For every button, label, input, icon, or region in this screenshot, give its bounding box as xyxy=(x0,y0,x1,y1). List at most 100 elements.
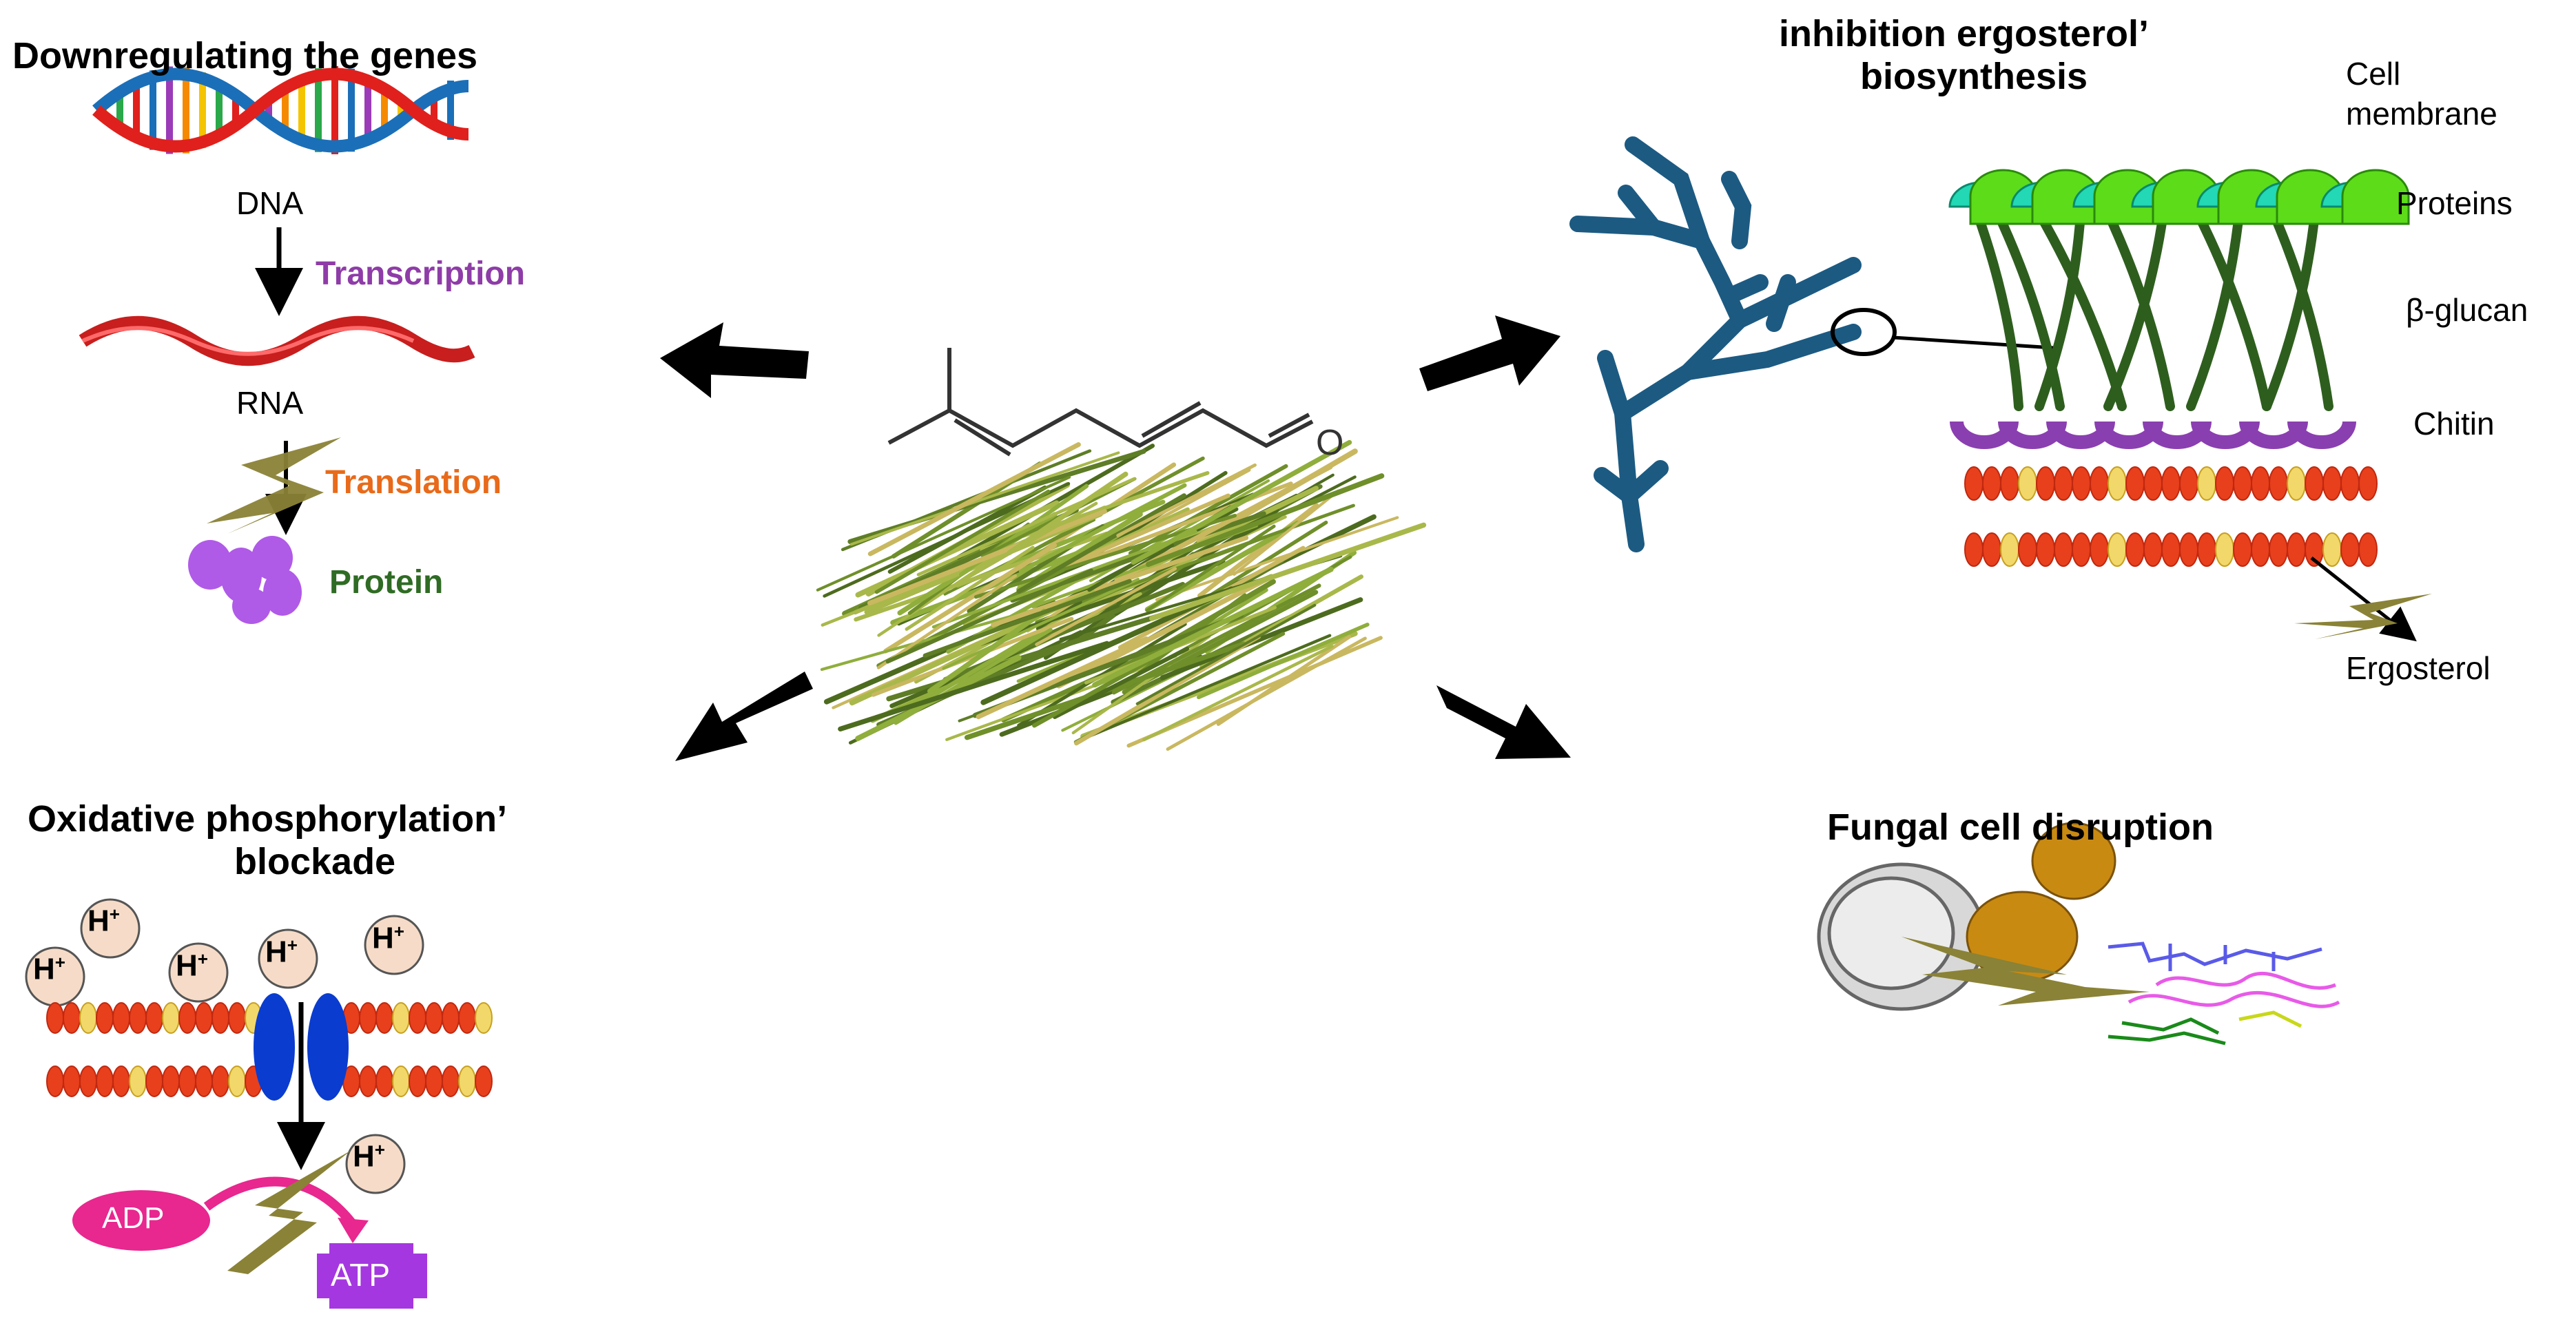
disruption-lightning-icon xyxy=(1902,937,2150,1006)
pine-needle xyxy=(883,543,1058,654)
ergosterol-molecule xyxy=(2322,532,2342,567)
pine-needle xyxy=(1007,471,1129,555)
protein-label: Protein xyxy=(329,564,444,601)
atp-shape xyxy=(317,1243,427,1309)
pine-needle xyxy=(1160,597,1363,680)
lipid-head xyxy=(112,1065,130,1097)
genes-title: Downregulating the genes xyxy=(12,35,478,76)
arrow-to-oxphos xyxy=(675,672,813,761)
pine-needle xyxy=(874,489,1051,594)
lipid-head xyxy=(2322,466,2342,501)
lipid-head xyxy=(2036,532,2055,567)
glucan-fiber xyxy=(2103,209,2168,411)
lipid-head xyxy=(2197,532,2216,567)
pine-needle xyxy=(1111,579,1276,677)
glucan-fiber xyxy=(2193,209,2271,411)
proton-circle xyxy=(168,942,229,1003)
lipid-head xyxy=(2251,532,2270,567)
mitochondrial-membrane xyxy=(46,1002,493,1097)
pine-needle xyxy=(1055,574,1275,689)
atp-label: ATP xyxy=(331,1257,391,1293)
ergosterol-title-line1: inhibition ergosterol’ xyxy=(1779,13,2149,54)
lipid-head xyxy=(2000,466,2019,501)
lipid-head xyxy=(46,1065,64,1097)
pine-needles-image xyxy=(816,439,1427,751)
lipid-head xyxy=(442,1002,460,1034)
protein-body xyxy=(2341,169,2410,225)
ergosterol-molecule xyxy=(129,1065,147,1097)
lipid-head xyxy=(2233,532,2252,567)
proton-circles xyxy=(25,898,424,1194)
pine-needle xyxy=(894,627,1053,725)
proton-label: H+ xyxy=(265,935,298,969)
transcription-label: Transcription xyxy=(316,256,526,292)
pine-needle xyxy=(976,636,1149,720)
pine-needle xyxy=(816,475,1071,592)
proton-label: H+ xyxy=(353,1139,385,1174)
lipid-head xyxy=(63,1002,81,1034)
lipid-head xyxy=(2269,532,2288,567)
pine-needle xyxy=(1146,473,1385,568)
adp-label: ADP xyxy=(102,1201,165,1235)
lipid-head xyxy=(2179,532,2198,567)
protein-blob-icon xyxy=(188,536,302,624)
ergosterol-molecule xyxy=(2108,532,2127,567)
lipid-head xyxy=(145,1065,163,1097)
pine-needle xyxy=(1148,522,1427,621)
lipid-head xyxy=(2358,466,2378,501)
lipid-head xyxy=(112,1002,130,1034)
lipid-head xyxy=(2072,466,2091,501)
lipid-head xyxy=(2161,466,2181,501)
proton-label: H+ xyxy=(176,948,208,983)
lipid-head xyxy=(46,1002,64,1034)
ergosterol-molecule xyxy=(228,1065,246,1097)
pine-needle xyxy=(1116,463,1257,537)
lipid-head xyxy=(2018,532,2037,567)
lipid-head xyxy=(2054,532,2073,567)
lipid-head xyxy=(2161,532,2181,567)
proton-circle xyxy=(258,928,318,989)
lipid-head xyxy=(2125,532,2145,567)
pine-needle xyxy=(867,509,1107,606)
lipid-head xyxy=(375,1002,393,1034)
ergosterol-molecule xyxy=(475,1002,493,1034)
lipid-head xyxy=(1964,466,1983,501)
proton-circle xyxy=(80,898,141,959)
lipid-head xyxy=(1982,466,2001,501)
pine-needle xyxy=(885,568,1093,664)
oxphos-title-line2: blockade xyxy=(234,841,396,882)
lipid-head xyxy=(2233,466,2252,501)
lipid-head xyxy=(475,1065,493,1097)
ergosterol-molecule xyxy=(2000,532,2019,567)
pine-needle xyxy=(1052,646,1190,719)
ergosterol-pointer xyxy=(2310,557,2417,642)
ergosterol-molecule xyxy=(392,1002,410,1034)
lipid-head xyxy=(2340,466,2360,501)
lipid-head xyxy=(1982,532,2001,567)
lipid-head xyxy=(1964,532,1983,567)
pine-needle xyxy=(1142,644,1334,742)
magnify-circle xyxy=(1831,308,1897,356)
pine-needle xyxy=(927,608,1047,694)
adp-to-atp-arrow xyxy=(203,1176,356,1226)
pine-needle xyxy=(1016,493,1186,594)
pine-needle xyxy=(905,545,1035,631)
rna-label: RNA xyxy=(236,385,304,421)
lipid-head xyxy=(2072,532,2091,567)
proton-channel xyxy=(254,993,349,1101)
lipid-head xyxy=(2179,466,2198,501)
lipid-head xyxy=(2036,466,2055,501)
ergosterol-molecule xyxy=(458,1065,476,1097)
lipid-head xyxy=(212,1002,229,1034)
pine-needle xyxy=(1145,524,1276,612)
lipid-head xyxy=(79,1065,97,1097)
lipid-head xyxy=(195,1065,213,1097)
lipid-head xyxy=(2358,532,2378,567)
carbonyl-oxygen-label: O xyxy=(1316,423,1344,463)
pine-needle xyxy=(877,556,997,637)
pine-needle xyxy=(1197,503,1319,599)
pine-needle xyxy=(931,530,1198,629)
ergosterol-molecule xyxy=(2215,532,2234,567)
disrupted-debris xyxy=(2108,942,2340,1046)
